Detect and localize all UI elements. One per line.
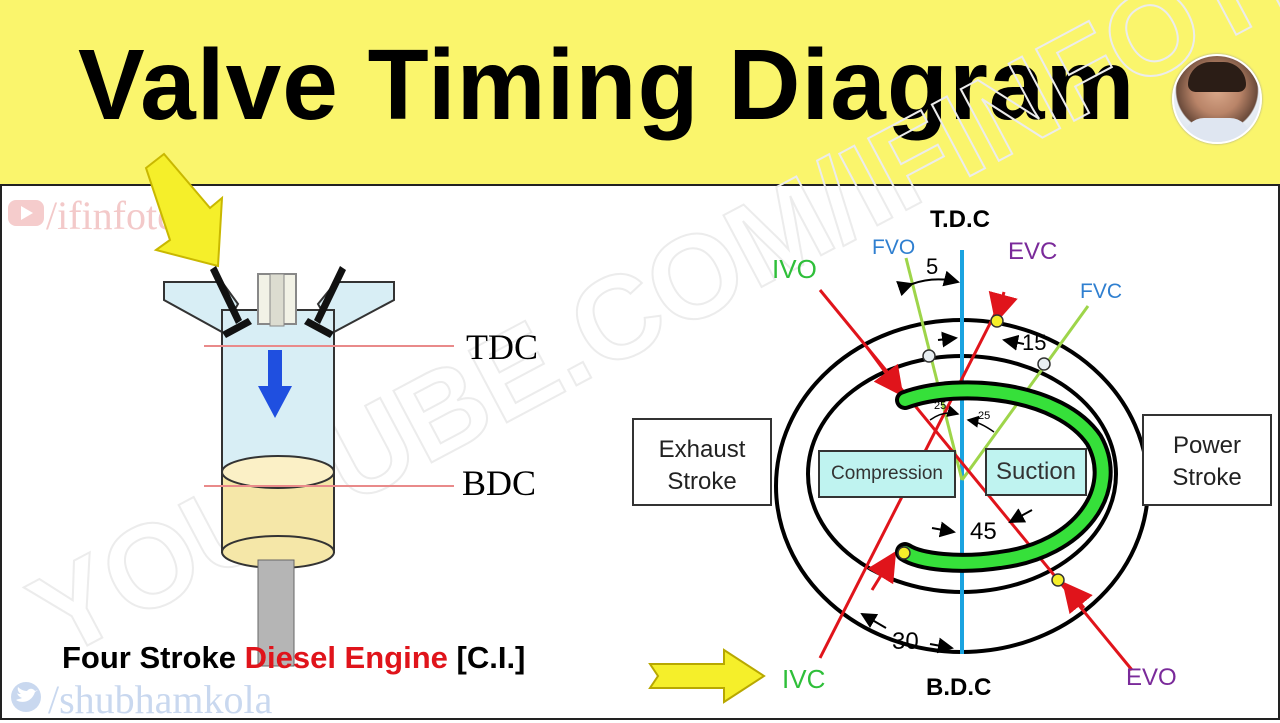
diagram-caption: Four Stroke Diesel Engine [C.I.]: [62, 640, 525, 676]
avatar: [1172, 54, 1262, 144]
connecting-rod: [257, 559, 295, 667]
intake-valve: [210, 266, 242, 324]
exhaust-stroke-box: Exhaust Stroke: [632, 418, 772, 506]
evc-arrow: [988, 290, 1018, 324]
bdc-bottom-label: B.D.C: [926, 674, 992, 701]
exhaust-stroke-line1: Exhaust: [658, 436, 746, 463]
caption-part-1: Four Stroke: [62, 640, 245, 675]
compression-box: Compression: [818, 450, 956, 498]
exhaust-valve: [314, 266, 346, 324]
youtube-icon: [8, 200, 44, 226]
caption-part-3: [C.I.]: [447, 640, 526, 675]
fvo-angle-arc: [896, 270, 960, 297]
tdc-top-label: T.D.C: [930, 206, 990, 233]
fvo-line: [904, 257, 964, 481]
evc-label: EVC: [1008, 238, 1058, 265]
exhaust-stroke-line2: Stroke: [667, 468, 737, 495]
pointer-arrow-left: [144, 152, 224, 268]
small-angle-left: [929, 405, 960, 421]
avatar-shirt: [1184, 118, 1250, 142]
evo-arrow: [1062, 581, 1093, 615]
evo-point: [1051, 573, 1065, 587]
piston-motion-arrow: [258, 350, 292, 418]
angle-small-left: 25: [934, 400, 947, 412]
evc-point: [990, 314, 1004, 328]
twitter-icon: [11, 682, 41, 712]
angle-fvo: 5: [926, 254, 939, 279]
ivo-arrow: [864, 345, 904, 397]
fuel-injection-arc: [899, 384, 1109, 569]
fvo-point: [922, 349, 936, 363]
power-stroke-box: Power Stroke: [1142, 414, 1272, 506]
angle-fuel-span: 45: [970, 518, 997, 545]
fvc-label: FVC: [1080, 280, 1122, 303]
fvc-point: [1037, 357, 1051, 371]
power-stroke-line2: Stroke: [1172, 464, 1242, 491]
angle-ivc: 30: [892, 628, 919, 655]
power-stroke-line1: Power: [1172, 432, 1242, 459]
caption-part-2: Diesel Engine: [244, 640, 448, 675]
angle-evc: 15: [1022, 330, 1047, 355]
small-angle-right: [966, 415, 995, 433]
evo-label: EVO: [1126, 664, 1177, 691]
page-title: Valve Timing Diagram: [78, 29, 1136, 141]
ivo-label: IVO: [772, 254, 817, 284]
twitter-watermark: /shubhamkola: [48, 677, 273, 722]
fvo-label: FVO: [872, 236, 916, 259]
angle-small-right: 25: [978, 410, 991, 422]
ivc-point: [897, 546, 911, 560]
bdc-label: BDC: [462, 463, 537, 503]
pointer-arrow-right: [648, 648, 766, 704]
title-banner: [0, 0, 1280, 184]
suction-box: Suction: [985, 448, 1087, 496]
ivc-label: IVC: [782, 664, 826, 694]
tdc-label: TDC: [466, 327, 538, 367]
avatar-hair: [1188, 62, 1246, 92]
ivc-arrow: [867, 550, 897, 591]
engine-diagram: [144, 152, 454, 667]
